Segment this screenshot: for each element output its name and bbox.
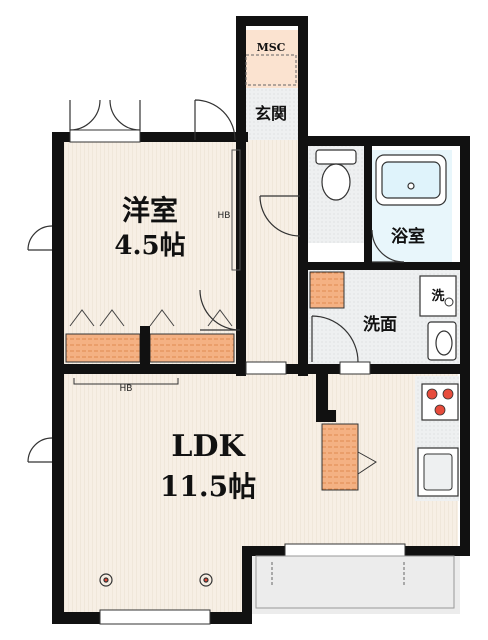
msc-label: MSC (257, 41, 286, 54)
fridge-door-swing (357, 451, 377, 475)
hb-label-upper: HB (218, 211, 231, 221)
hallway-shelf (231, 149, 241, 271)
linen-storage (309, 271, 345, 309)
washer-drain-icon (444, 297, 454, 307)
western-room-size: 4.5帖 (114, 231, 185, 261)
kitchen-sink-icon (417, 447, 459, 497)
windows (69, 129, 406, 625)
bathtub-icon (375, 154, 447, 206)
ldk-size: 11.5帖 (160, 470, 256, 503)
closet-shelf-right (149, 333, 235, 363)
msc-floor (242, 30, 300, 88)
ldk-name: LDK (171, 429, 245, 464)
bath-label: 浴室 (391, 226, 425, 247)
stove-icon (421, 383, 459, 421)
fridge-space (321, 423, 359, 491)
balcony-drains (271, 562, 405, 586)
toilet-icon (315, 149, 357, 201)
closet-divider (140, 326, 150, 366)
western-room-name: 洋室 (122, 194, 178, 227)
doors (27, 99, 405, 463)
hb-label-lower: HB (120, 384, 133, 394)
closet-doors (69, 309, 233, 327)
ceiling-light-icon (99, 573, 213, 587)
balcony-floor (250, 552, 460, 614)
washer-pan (419, 275, 457, 317)
wash-basin-icon (427, 321, 457, 361)
washer-label: 洗 (431, 288, 444, 304)
washroom-label: 洗面 (363, 314, 397, 335)
western-room-floor (62, 140, 242, 370)
entrance-label: 玄関 (255, 104, 287, 123)
shoe-cabinet (245, 54, 297, 86)
hb-strip-ldk (73, 378, 179, 385)
closet-shelf-left (65, 333, 141, 363)
hallway-floor (242, 140, 300, 370)
entrance-floor (242, 88, 300, 140)
balcony-rail (255, 555, 455, 609)
